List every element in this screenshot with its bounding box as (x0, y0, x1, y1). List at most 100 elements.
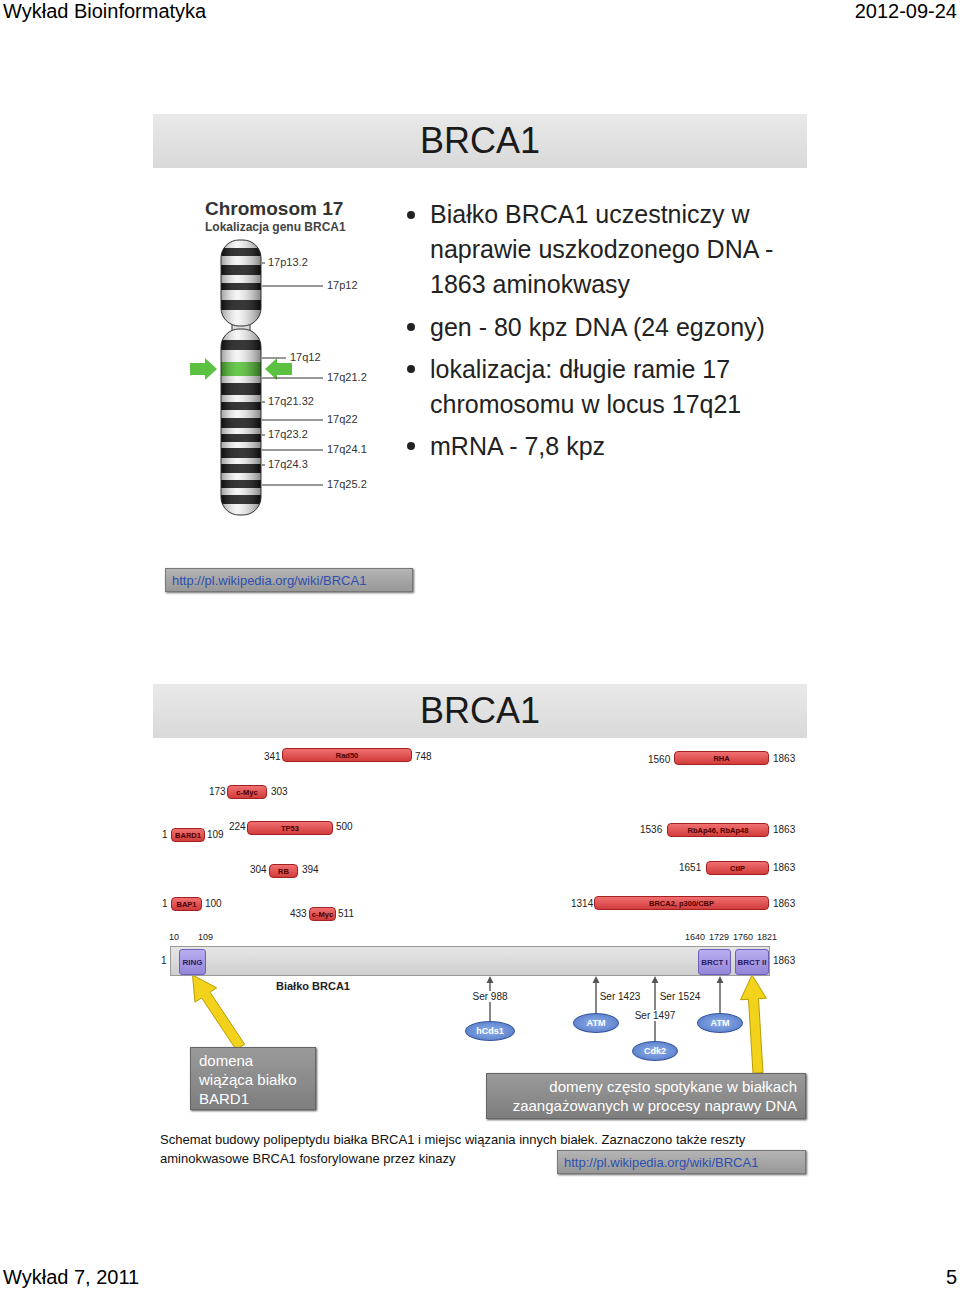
node-text: TP53 (281, 824, 299, 833)
kinase-ellipse: Cdk2 (632, 1041, 678, 1061)
residue-number: 1729 (709, 932, 729, 942)
title-band: BRCA1 (153, 684, 807, 738)
residue-number: 109 (198, 932, 213, 942)
node-text: ATM (587, 1018, 606, 1028)
residue-number: 100 (205, 898, 222, 909)
node-text: BRCA1 (420, 120, 540, 162)
residue-number: 303 (271, 786, 288, 797)
binding-domain: RbAp46, RbAp48 (667, 823, 769, 837)
band-label: 17q24.3 (268, 458, 308, 470)
residue-number: 748 (415, 751, 432, 762)
node-text: CtIP (730, 864, 745, 873)
bullet-text: lokalizacja: długie ramie 17 chromosomu … (430, 352, 805, 422)
page-text: Wykład Bioinformatyka (3, 0, 206, 23)
page-text: 5 (946, 1266, 957, 1289)
node-text: c-Myc (312, 910, 333, 919)
node-text: RB (278, 867, 289, 876)
band-label: 17q12 (290, 351, 321, 363)
phosphorylation-arrow (652, 976, 659, 1041)
band-label: 17q23.2 (268, 428, 308, 440)
residue-number: 341 (264, 751, 281, 762)
title-band: BRCA1 (153, 114, 807, 168)
band-label: 17q21.32 (268, 395, 314, 407)
residue-number: 1651 (679, 862, 701, 873)
residue-number: 10 (169, 932, 179, 942)
residue-number: 1314 (571, 898, 593, 909)
bullet-text: gen - 80 kpz DNA (24 egzony) (430, 310, 805, 345)
edge-label: Ser 1524 (659, 991, 702, 1002)
binding-domain: CtIP (706, 861, 769, 875)
callout-box: domena wiążąca białko BARD1 (190, 1047, 316, 1110)
kinase-ellipse: ATM (697, 1013, 743, 1033)
residue-number: 1560 (648, 754, 670, 765)
edge-label: Ser 1423 (599, 991, 642, 1002)
node-text: RING (183, 958, 203, 967)
residue-number: 173 (209, 786, 226, 797)
residue-number: 304 (250, 864, 267, 875)
node-text: hCds1 (476, 1026, 504, 1036)
binding-domain: BRCA2, p300/CBP (594, 896, 769, 910)
node-text: RHA (713, 754, 729, 763)
band-label: 17p13.2 (268, 256, 308, 268)
band-label: 17q25.2 (327, 478, 367, 490)
node-text: BRCT I (701, 958, 728, 967)
protein-domain: RING (179, 949, 206, 975)
page-text: Lokalizacja genu BRCA1 (205, 220, 346, 234)
binding-domain: BARD1 (171, 828, 205, 842)
callout-box: domeny często spotykane w białkach zaang… (486, 1073, 806, 1119)
green-arrow (265, 358, 292, 380)
band-label: 17p12 (327, 279, 358, 291)
residue-number: 394 (302, 864, 319, 875)
green-arrow (190, 358, 217, 380)
node-text: BRCA2, p300/CBP (649, 899, 714, 908)
chromosome (221, 240, 261, 515)
page-text: Chromosom 17 (205, 198, 343, 220)
node-text: BARD1 (175, 831, 201, 840)
page-text: Wykład 7, 2011 (3, 1266, 139, 1289)
phosphorylation-arrow (717, 976, 724, 1013)
edge-label: Ser 988 (471, 991, 508, 1002)
edge-label: Ser 1497 (634, 1010, 677, 1021)
node-text: domeny często spotykane w białkach zaang… (513, 1078, 797, 1114)
callout-arrow (741, 975, 767, 1073)
band-leaders (262, 263, 323, 485)
residue-number: 1863 (773, 753, 795, 764)
node-text: Białko BRCA1 (276, 980, 350, 992)
binding-domain: c-Myc (309, 907, 336, 921)
kinase-ellipse: hCds1 (465, 1021, 515, 1041)
residue-number: 433 (290, 908, 307, 919)
residue-number: 1863 (773, 955, 795, 966)
residue-number: 1863 (773, 898, 795, 909)
protein-bar: Białko BRCA1RINGBRCT IBRCT II (170, 946, 770, 976)
protein-domain: BRCT I (698, 949, 731, 975)
band-label: 17q21.2 (327, 371, 367, 383)
binding-domain: BAP1 (171, 897, 202, 911)
residue-number: 500 (336, 821, 353, 832)
node-text: Rad50 (336, 751, 359, 760)
residue-number: 511 (338, 908, 354, 919)
node-text: BAP1 (176, 900, 196, 909)
node-text: Cdk2 (644, 1046, 666, 1056)
binding-domain: RB (269, 864, 298, 878)
binding-domain: RHA (674, 751, 769, 765)
binding-domain: Rad50 (282, 748, 412, 762)
residue-number: 1 (161, 955, 167, 966)
link-button: http://pl.wikipedia.org/wiki/BRCA1 (557, 1150, 806, 1174)
residue-number: 1 (162, 898, 168, 909)
node-text: BRCA1 (420, 690, 540, 732)
residue-number: 1 (162, 829, 168, 840)
node-text: BRCT II (738, 958, 767, 967)
residue-number: 1640 (685, 932, 705, 942)
bullet-dot (407, 211, 415, 450)
band-label: 17q24.1 (327, 443, 367, 455)
bullet-text: Białko BRCA1 uczestniczy w naprawie uszk… (430, 197, 805, 302)
node-text: domena wiążąca białko BARD1 (199, 1052, 297, 1107)
residue-number: 1863 (773, 824, 795, 835)
residue-number: 1536 (640, 824, 662, 835)
binding-domain: c-Myc (227, 785, 267, 799)
residue-number: 1863 (773, 862, 795, 873)
node-text: ATM (711, 1018, 730, 1028)
protein-domain: BRCT II (735, 949, 769, 975)
